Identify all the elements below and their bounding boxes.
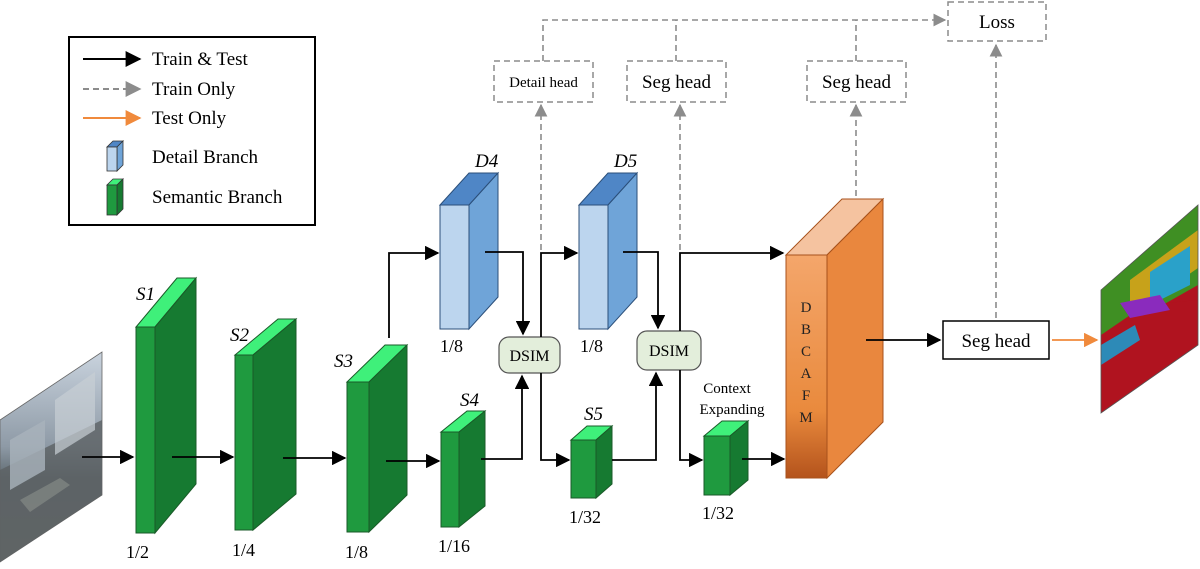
dbcafm-letter: B: [801, 322, 811, 338]
arrow-dsim1-to-d5: [540, 245, 579, 337]
dbcafm-letter: A: [801, 366, 812, 382]
dbcafm-letter: D: [801, 300, 812, 316]
legend-train-test-label: Train & Test: [152, 49, 249, 70]
arrow-s3-to-d4: [388, 245, 440, 338]
dbcafm-block: [784, 197, 885, 480]
legend: Train & Test Train Only Test Only Detail…: [68, 36, 316, 226]
legend-test-only-label: Test Only: [152, 108, 227, 129]
train-test-arrows: [82, 245, 942, 469]
dsim-label-2: DSIM: [649, 343, 689, 360]
scale-s2: 1/4: [232, 540, 255, 560]
arrow-dsim2-to-context-expanding: [679, 370, 704, 468]
legend-semantic-branch-label: Semantic Branch: [152, 187, 283, 208]
legend-detail-cube-icon: [106, 140, 124, 172]
output-segmentation-map: [1100, 204, 1199, 414]
loss-box: [947, 1, 1047, 42]
cube-s3: [345, 343, 409, 534]
seg-head-box-1: [626, 60, 727, 103]
arrow-dsim1-to-s5: [540, 373, 571, 468]
scale-s1: 1/2: [126, 542, 149, 562]
legend-semantic-cube-icon: [106, 178, 124, 216]
scale-d5: 1/8: [580, 336, 603, 356]
final-seg-head-box: [942, 320, 1050, 360]
dbcafm-label: D B C A F M: [799, 300, 812, 426]
label-s5: S5: [584, 404, 603, 425]
scale-context-expanding: 1/32: [702, 503, 734, 523]
cube-s5: [569, 424, 614, 500]
seg-head-box-2: [806, 60, 907, 103]
label-s1: S1: [136, 284, 155, 305]
label-s4: S4: [460, 390, 480, 411]
seg-head-label-1: Seg head: [642, 72, 712, 93]
cube-d4: [438, 171, 500, 331]
cube-s2: [233, 317, 298, 532]
arrow-d5-to-dsim2: [623, 251, 666, 330]
detail-head-label: Detail head: [509, 75, 578, 91]
dbcafm-letter: C: [801, 344, 811, 360]
cube-s1: [134, 276, 198, 535]
scale-labels: 1/2 1/4 1/8 1/16 1/32 1/32 1/8 1/8: [126, 336, 734, 562]
train-only-arrows: [534, 13, 1003, 318]
scale-s5: 1/32: [569, 507, 601, 527]
loss-label: Loss: [979, 12, 1015, 33]
arrow-s5-to-dsim2: [612, 371, 664, 461]
arrow-s4-to-dsim1: [481, 374, 530, 460]
dsim-label-1: DSIM: [509, 348, 549, 365]
seg-head-label-2: Seg head: [822, 72, 892, 93]
arrow-heads-to-loss: [542, 13, 947, 61]
context-expanding-label-line1: Context: [703, 381, 751, 397]
arrow-dsim2-to-dbcafm-top: [679, 245, 785, 331]
dbcafm-letter: F: [802, 388, 810, 404]
legend-train-only-label: Train Only: [152, 79, 236, 100]
arrow-d4-to-dsim1: [485, 251, 531, 336]
label-s3: S3: [334, 351, 353, 372]
cube-context-expanding: [702, 419, 750, 497]
label-s2: S2: [230, 325, 250, 346]
dbcafm-letter: M: [799, 410, 812, 426]
cube-d5: [577, 171, 639, 331]
input-street-image: [0, 351, 103, 563]
detail-head-box: [493, 60, 594, 103]
label-d4: D4: [474, 151, 499, 172]
dsim-module-1: [498, 336, 561, 374]
scale-s4: 1/16: [438, 536, 470, 556]
context-expanding-label-line2: Expanding: [700, 402, 765, 418]
scale-s3: 1/8: [345, 542, 368, 562]
scale-d4: 1/8: [440, 336, 463, 356]
label-d5: D5: [613, 151, 637, 172]
legend-detail-branch-label: Detail Branch: [152, 147, 259, 168]
stage-labels: S1 S2 S3 S4 S5 D4 D5: [136, 151, 637, 425]
final-seg-head-label: Seg head: [961, 331, 1031, 352]
dsim-module-2: [636, 330, 702, 371]
cube-s4: [439, 409, 487, 529]
